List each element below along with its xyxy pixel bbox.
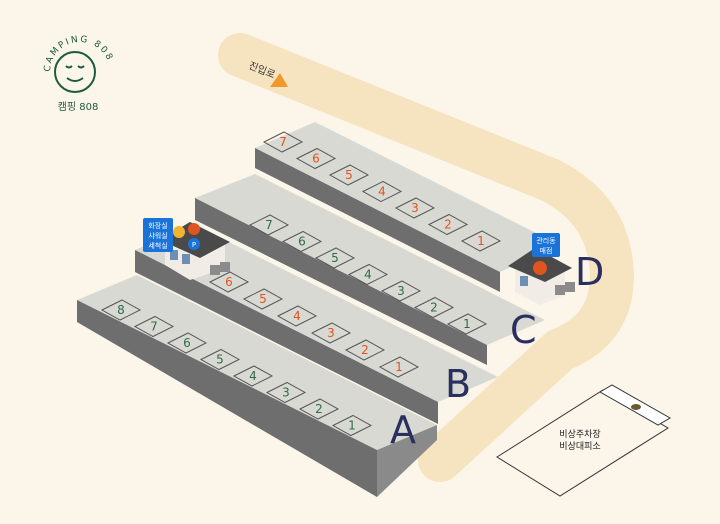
- site-plot-b-2[interactable]: [344, 339, 386, 361]
- site-number-d-3: 3: [411, 201, 419, 215]
- row-letter-d: D: [575, 250, 604, 294]
- site-number-b-3: 3: [327, 326, 335, 340]
- site-plot-a-4[interactable]: [232, 365, 274, 387]
- site-plot-c-7[interactable]: [248, 214, 290, 236]
- site-plot-b-1[interactable]: [378, 356, 420, 378]
- shopping-cart-icon: [533, 261, 547, 275]
- site-plot-d-2[interactable]: [427, 213, 469, 236]
- site-plot-d-3[interactable]: [394, 197, 436, 219]
- restroom-label-3: 세척실: [148, 241, 167, 250]
- site-plots: 8 7 6 5 4 3 2 1 6 5 4 3 2 1 7 6 5 4 3 2 1 7 6 5 4 3 2 1: [100, 131, 502, 437]
- smiley-icon: [54, 51, 96, 93]
- site-plot-b-3[interactable]: [310, 322, 352, 344]
- site-plot-c-2[interactable]: [413, 296, 455, 319]
- site-plot-a-8[interactable]: [100, 299, 142, 321]
- site-number-c-7: 7: [265, 218, 273, 232]
- site-number-c-4: 4: [364, 268, 372, 282]
- site-plot-b-6[interactable]: [208, 271, 250, 293]
- site-number-c-3: 3: [397, 284, 405, 298]
- site-number-b-5: 5: [259, 292, 267, 306]
- office-label-2: 매점: [540, 247, 553, 255]
- terrace-a: [77, 275, 437, 497]
- restroom-badge: 화장실 샤워실 세척실 P: [143, 218, 200, 252]
- shower-icon: [173, 226, 185, 238]
- site-number-a-6: 6: [183, 336, 191, 350]
- office-label-1: 관리동: [536, 236, 556, 245]
- site-number-d-1: 1: [477, 234, 485, 248]
- site-plot-c-5[interactable]: [314, 247, 356, 269]
- site-number-b-4: 4: [293, 309, 301, 323]
- row-letter-a: A: [390, 408, 416, 452]
- site-number-a-5: 5: [216, 353, 224, 367]
- restroom-icon: [188, 223, 200, 235]
- emergency-label-1: 비상주차장: [559, 428, 600, 440]
- site-number-d-6: 6: [312, 152, 320, 166]
- site-number-d-4: 4: [378, 185, 386, 199]
- restroom-label-1: 화장실: [148, 221, 167, 230]
- site-plot-c-6[interactable]: [281, 230, 323, 253]
- site-plot-a-3[interactable]: [265, 381, 307, 404]
- site-plot-d-5[interactable]: [328, 164, 370, 186]
- site-plot-b-5[interactable]: [242, 288, 284, 310]
- site-number-d-2: 2: [444, 218, 452, 232]
- site-number-a-2: 2: [315, 402, 323, 416]
- terrace-d: [255, 122, 560, 292]
- access-road: [218, 33, 634, 482]
- row-letter-b: B: [445, 362, 471, 406]
- site-plot-d-6[interactable]: [295, 147, 337, 170]
- site-number-a-4: 4: [249, 369, 257, 383]
- site-plot-b-4[interactable]: [276, 305, 318, 327]
- site-number-a-8: 8: [117, 303, 125, 317]
- site-number-c-6: 6: [298, 235, 306, 249]
- site-plot-a-1[interactable]: [331, 414, 373, 437]
- site-number-a-1: 1: [348, 419, 356, 433]
- site-number-d-7: 7: [279, 135, 287, 149]
- terrace-c: [195, 174, 545, 365]
- parking-glyph: P: [192, 241, 196, 249]
- site-plot-a-6[interactable]: [166, 332, 208, 354]
- site-number-a-3: 3: [282, 386, 290, 400]
- site-number-c-5: 5: [331, 251, 339, 265]
- site-number-c-1: 1: [463, 317, 471, 331]
- site-plot-c-3[interactable]: [380, 280, 422, 302]
- row-letter-c: C: [510, 308, 537, 352]
- entrance-arrow-icon: [270, 73, 288, 87]
- emergency-area: 비상주차장 비상대피소: [496, 384, 672, 497]
- office-badge: 관리동 매점: [532, 233, 560, 275]
- parking-icon: [188, 238, 200, 250]
- site-plot-c-4[interactable]: [347, 263, 389, 286]
- parking-sign-icon: [631, 404, 641, 410]
- site-number-d-5: 5: [345, 168, 353, 182]
- site-plot-c-1[interactable]: [446, 313, 488, 335]
- site-plot-a-2[interactable]: [298, 398, 340, 420]
- site-plot-d-7[interactable]: [262, 131, 304, 153]
- site-plot-d-4[interactable]: [361, 180, 403, 203]
- site-number-b-1: 1: [395, 360, 403, 374]
- site-number-b-6: 6: [225, 275, 233, 289]
- camping-logo: CAMPING 808 캠핑 808: [43, 35, 113, 113]
- site-number-c-2: 2: [430, 301, 438, 315]
- restroom-label-2: 샤워실: [148, 231, 167, 240]
- logo-korean-name: 캠핑 808: [58, 101, 99, 113]
- site-plot-a-5[interactable]: [199, 348, 241, 371]
- emergency-label-2: 비상대피소: [559, 441, 600, 452]
- site-plot-a-7[interactable]: [133, 315, 175, 338]
- site-number-b-2: 2: [361, 343, 369, 357]
- site-plot-d-1[interactable]: [460, 230, 502, 252]
- site-number-a-7: 7: [150, 320, 158, 334]
